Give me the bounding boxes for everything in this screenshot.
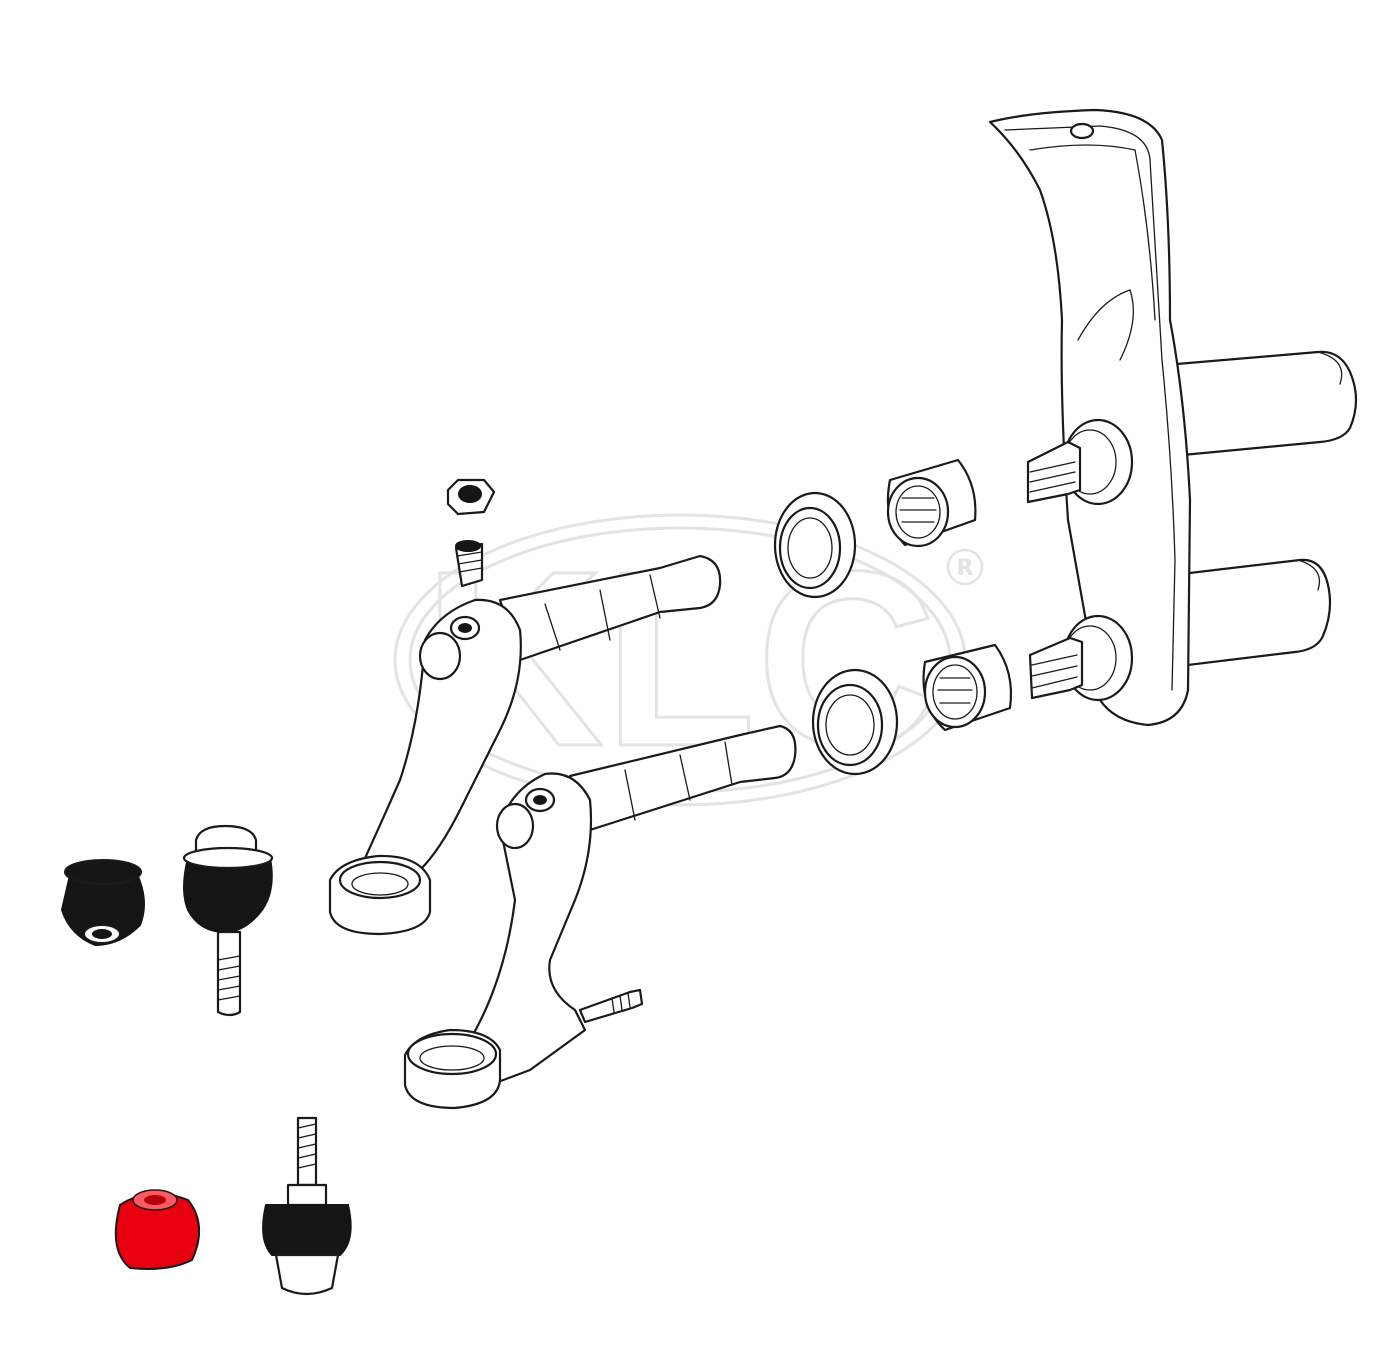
seal-lower <box>811 668 899 776</box>
axle-beam <box>988 108 1358 727</box>
registered-mark: R <box>957 556 974 581</box>
lower-boot-highlighted <box>114 1189 201 1270</box>
nut <box>446 478 496 516</box>
torsion-arm-upper <box>328 554 722 936</box>
upper-boot <box>60 859 145 947</box>
torsion-arm-lower <box>403 724 797 1110</box>
upper-ball-joint <box>182 824 274 1017</box>
grub-screw <box>454 540 484 588</box>
lower-ball-joint <box>262 1116 352 1296</box>
seal-upper <box>773 491 857 599</box>
needle-bearing-lower <box>922 643 1013 732</box>
needle-bearing-upper <box>886 458 977 548</box>
